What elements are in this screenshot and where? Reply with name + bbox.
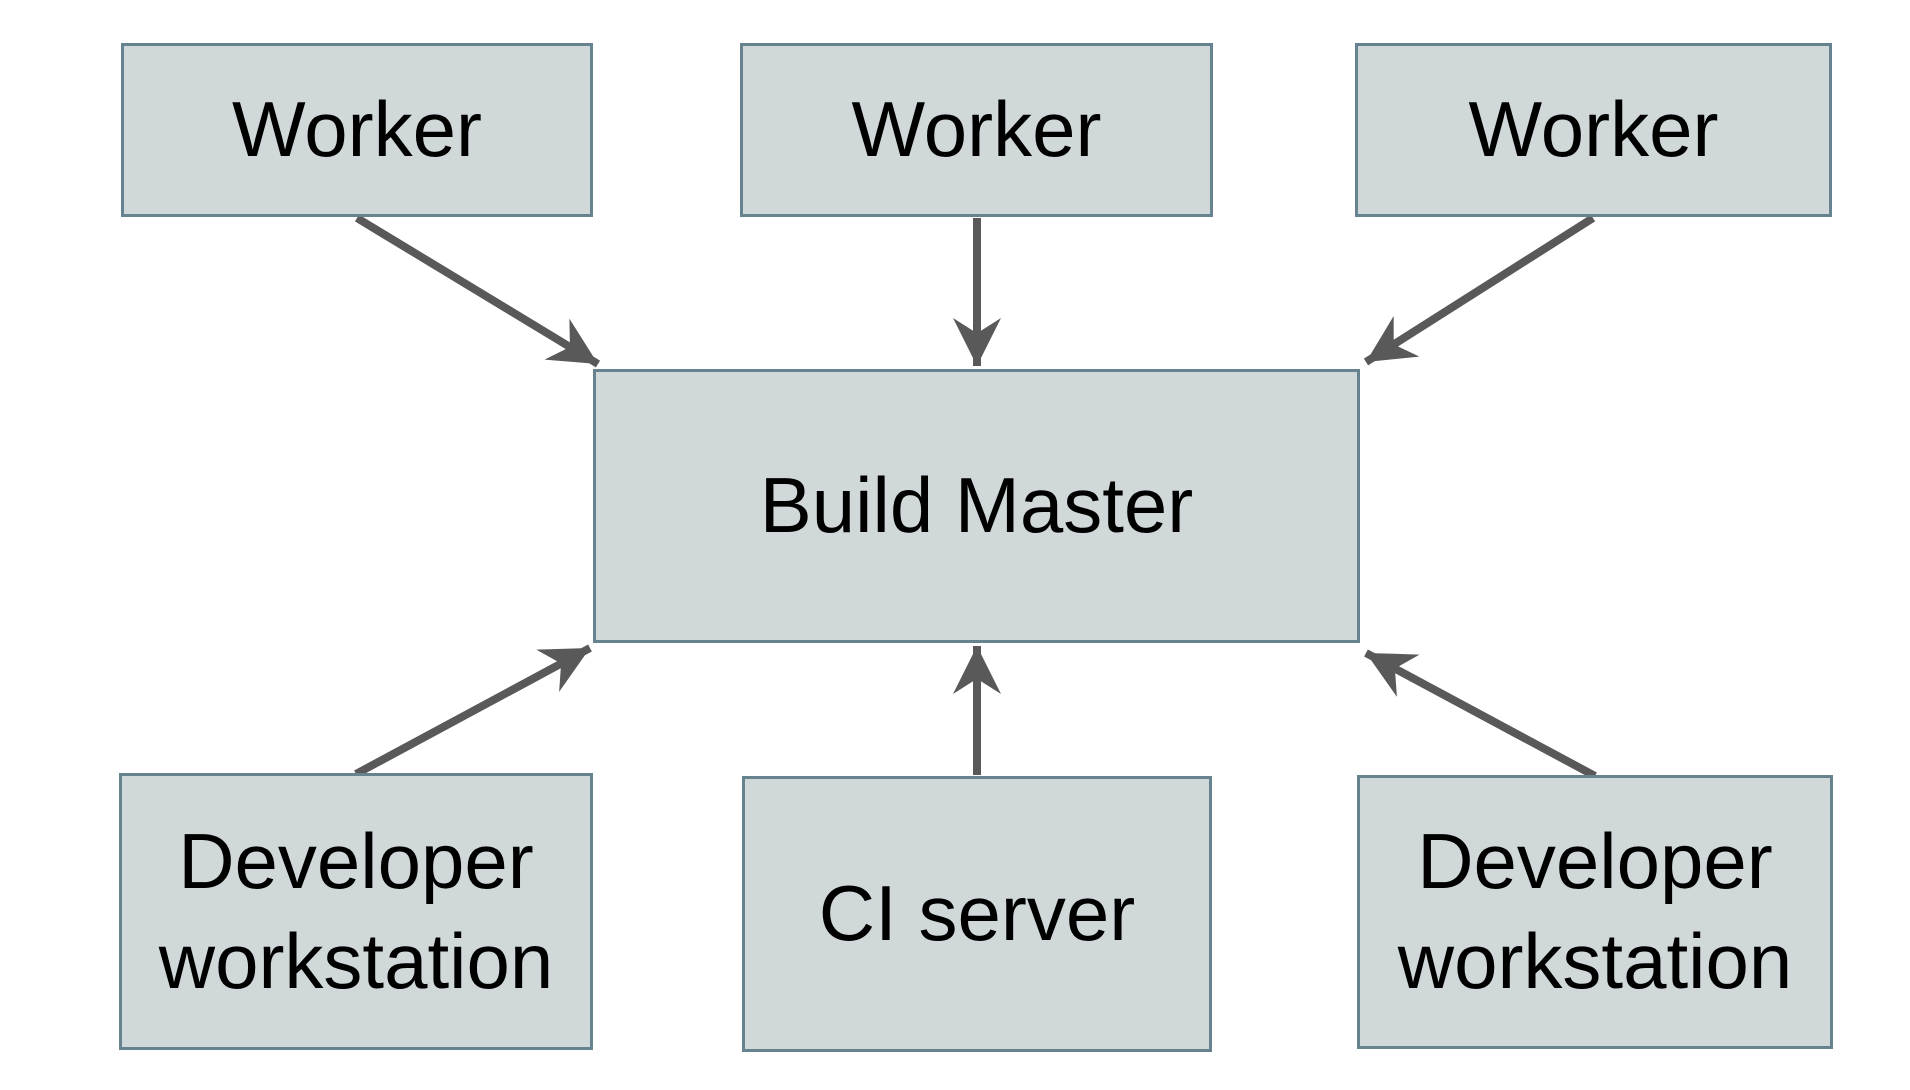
arrow-worker-3-to-build-master: [1363, 214, 1596, 366]
node-worker-3-label: Worker: [1468, 85, 1719, 174]
node-developer-workstation-1-label: Developer workstation: [158, 816, 554, 1005]
node-ci-server-label: CI server: [818, 869, 1136, 958]
node-developer-workstation-2-label: Developer workstation: [1397, 817, 1793, 1005]
node-build-master-label: Build Master: [759, 461, 1194, 550]
arrow-dev-workstation-2-to-build-master: [1364, 649, 1597, 780]
arrow-worker-1-to-build-master: [354, 214, 601, 368]
node-worker-2-label: Worker: [851, 85, 1102, 174]
node-build-master: Build Master: [593, 369, 1360, 643]
node-developer-workstation-2: Developer workstation: [1357, 775, 1833, 1049]
node-worker-1-label: Worker: [232, 85, 482, 174]
node-worker-3: Worker: [1355, 43, 1832, 217]
node-worker-1: Worker: [121, 43, 593, 217]
node-ci-server: CI server: [742, 776, 1212, 1052]
node-developer-workstation-1: Developer workstation: [119, 773, 593, 1050]
node-worker-2: Worker: [740, 43, 1213, 217]
arrow-dev-workstation-1-to-build-master: [354, 644, 592, 778]
